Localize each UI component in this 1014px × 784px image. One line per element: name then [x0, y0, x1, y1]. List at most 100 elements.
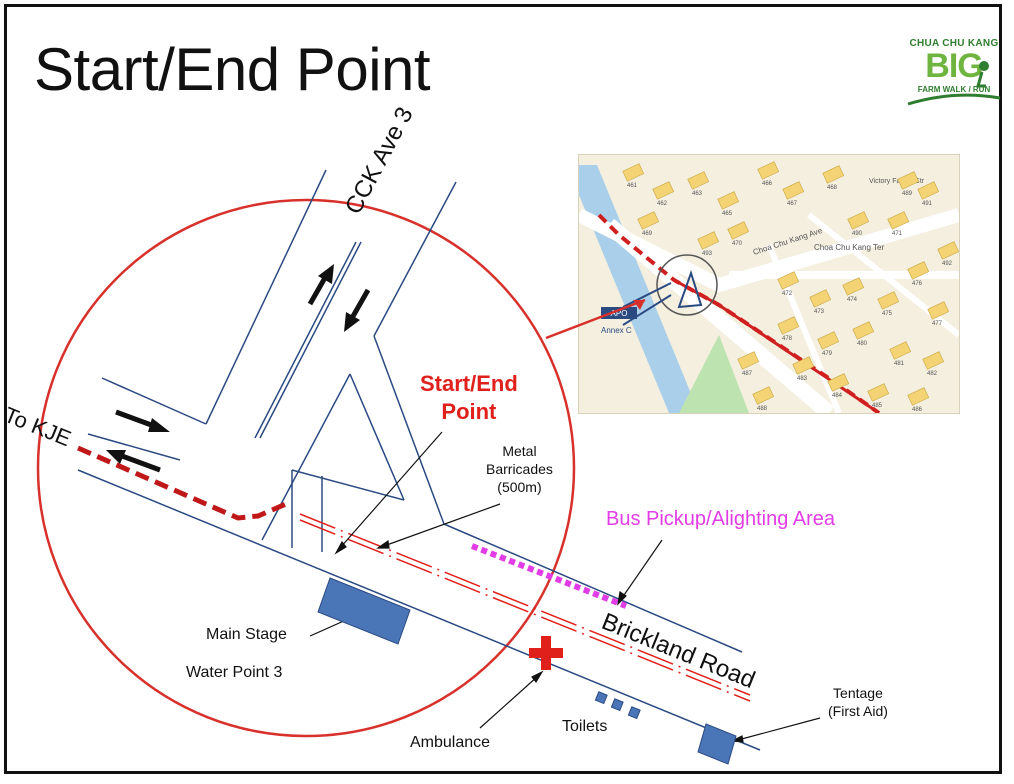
inset-block-number: 476	[912, 281, 923, 287]
inset-building-block	[757, 161, 780, 180]
ambulance-label: Ambulance	[410, 734, 491, 751]
inset-block-number: 483	[797, 376, 808, 382]
inset-building-block	[777, 316, 800, 335]
event-logo: CHUA CHU KANG BIG FARM WALK / RUN	[904, 36, 1004, 118]
metal-barricades-label: Metal Barricades (500m)	[486, 442, 553, 496]
inset-building-block	[652, 181, 675, 200]
inset-block-number: 492	[942, 261, 953, 267]
toilet-1-icon	[594, 691, 608, 705]
water-point-label: Water Point 3	[186, 664, 283, 681]
inset-building-block	[842, 277, 865, 296]
inset-building-block	[817, 331, 840, 350]
arrow-east-icon	[115, 409, 170, 432]
annex-label: Annex C	[601, 326, 632, 335]
pointer-arrows	[309, 431, 821, 743]
inset-block-number: 475	[882, 311, 893, 317]
inset-block-number: 490	[852, 231, 863, 237]
arrow-west-icon	[106, 450, 161, 473]
inset-building-block	[897, 171, 920, 190]
inset-building-block	[937, 241, 959, 260]
inset-block-number: 470	[732, 241, 743, 247]
inset-building-block	[792, 356, 815, 375]
inset-building-block	[907, 387, 930, 406]
inset-building-block	[922, 351, 945, 370]
metal-barricades-label-line-2: Barricades	[486, 461, 553, 477]
bus-pickup-label: Bus Pickup/Alighting Area	[606, 508, 836, 530]
start-end-label-line-2: Point	[441, 399, 497, 424]
logo-line-2: BIG	[925, 47, 983, 85]
inset-building-block	[907, 261, 930, 280]
facilities	[317, 577, 737, 765]
inset-block-number: 467	[787, 201, 798, 207]
inset-street-label-2: Choa Chu Kang Ter	[814, 243, 884, 252]
inset-block-number: 478	[782, 336, 793, 342]
road-network	[77, 169, 761, 751]
inset-block-number: 463	[692, 191, 703, 197]
tentage-label: Tentage (First Aid)	[828, 684, 888, 720]
logo-graphic-icon	[907, 61, 1001, 106]
inset-building-block	[637, 211, 660, 230]
inset-victory-label: Victory Family Ctr	[869, 178, 925, 185]
inset-block-number: 488	[757, 406, 768, 412]
inset-block-number: 466	[762, 181, 773, 187]
toilet-3-icon	[627, 706, 641, 720]
inset-block-number: 484	[832, 393, 843, 399]
inset-block-number: 472	[782, 291, 793, 297]
tentage-shape	[697, 723, 737, 765]
inset-building-block	[867, 383, 890, 402]
apo-badge	[601, 307, 637, 319]
metal-barricades	[299, 513, 751, 702]
inset-building-block	[782, 181, 805, 200]
start-end-label: Start/End Point	[420, 370, 518, 426]
inset-building-block	[622, 163, 645, 182]
inset-block-number: 493	[702, 251, 713, 257]
inset-building-block	[777, 271, 800, 290]
toilet-2-icon	[610, 698, 624, 712]
arrow-north-icon	[307, 264, 334, 306]
inset-building-block	[822, 165, 845, 184]
inset-building-block	[917, 181, 940, 200]
inset-block-number: 469	[642, 231, 653, 237]
route-to-kje	[76, 445, 287, 521]
inset-building-block	[809, 289, 832, 308]
inset-building-block	[889, 341, 912, 360]
inset-block-number: 462	[657, 201, 668, 207]
inset-block-number: 473	[814, 309, 825, 315]
ambulance-cross-icon	[529, 636, 563, 670]
inset-building-block	[717, 191, 740, 210]
inset-block-number: 479	[822, 351, 833, 357]
inset-building-block	[877, 291, 900, 310]
inset-block-number: 465	[722, 211, 733, 217]
main-stage-shape	[317, 577, 411, 645]
inset-block-number: 477	[932, 321, 943, 327]
inset-circle-marker	[656, 254, 718, 316]
metal-barricades-label-line-3: (500m)	[497, 479, 542, 495]
inset-block-number: 486	[912, 407, 923, 413]
start-end-label-line-1: Start/End	[420, 371, 518, 396]
bus-pickup-area	[470, 543, 628, 609]
arrow-south-icon	[344, 288, 371, 332]
inset-building-block	[752, 386, 775, 405]
inset-block-number: 487	[742, 371, 753, 377]
inset-block-number: 491	[922, 201, 933, 207]
inset-block-number: 474	[847, 297, 858, 303]
inset-building-block	[827, 373, 850, 392]
toilets-label: Toilets	[562, 718, 608, 735]
site-circle	[36, 198, 576, 738]
inset-block-number: 461	[627, 183, 638, 189]
inset-route	[597, 213, 881, 413]
inset-block-number: 480	[857, 341, 868, 347]
inset-block-number: 489	[902, 191, 913, 197]
inset-map: APO Annex C Choa Chu Kang Ave Choa Chu K…	[578, 154, 960, 414]
inset-block-number: 482	[927, 371, 938, 377]
inset-building-block	[727, 221, 750, 240]
inset-building-block	[887, 211, 910, 230]
inset-building-block	[927, 301, 950, 320]
inset-building-block	[687, 171, 710, 190]
logo-line-3: FARM WALK / RUN	[917, 85, 991, 94]
inset-block-number: 468	[827, 185, 838, 191]
inset-building-block	[847, 211, 870, 230]
logo-line-1: CHUA CHU KANG	[909, 38, 999, 49]
apo-label: APO	[611, 309, 628, 318]
